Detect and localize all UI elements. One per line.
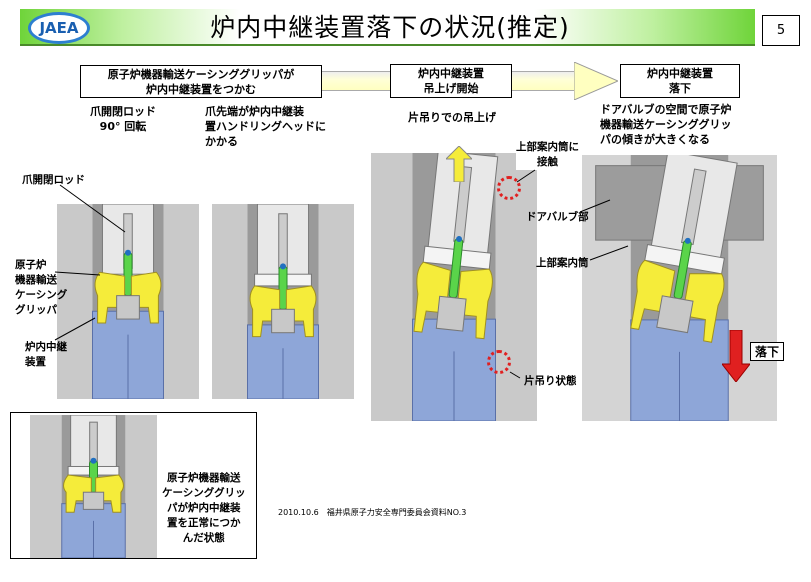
label-upper-guide: 上部案内筒 bbox=[536, 257, 589, 269]
step-lift-start: 炉内中継装置吊上げ開始 bbox=[390, 64, 512, 98]
gripper-illustration bbox=[247, 204, 319, 399]
contact-circle bbox=[497, 176, 521, 200]
flow-arrow-1 bbox=[320, 71, 392, 91]
normal-grip-panel bbox=[10, 412, 257, 559]
label-one-side-state: 片吊り状態 bbox=[524, 375, 577, 387]
label-fall: 落下 bbox=[750, 342, 785, 361]
label-contact: 上部案内筒に接触 bbox=[516, 140, 579, 170]
down-arrow-icon bbox=[722, 330, 750, 382]
label-door-valve: ドアバルブ部 bbox=[526, 211, 589, 223]
step-fall: 炉内中継装置落下 bbox=[620, 64, 740, 98]
label-relay-device: 炉内中継装置 bbox=[25, 341, 67, 368]
caption-tilt: ドアバルブの空間で原子炉機器輸送ケーシンググリッパの傾きが大きくなる bbox=[600, 103, 732, 146]
diagram-normal-grip bbox=[30, 415, 157, 558]
label-rod: 爪開閉ロッド bbox=[22, 174, 85, 186]
gripper-illustration bbox=[595, 155, 764, 421]
gripper-illustration bbox=[92, 204, 164, 399]
gripper-illustration bbox=[61, 415, 126, 558]
up-arrow-icon bbox=[446, 146, 472, 182]
normal-grip-caption: 原子炉機器輸送ケーシンググリッパが炉内中継装置を正常につかんだ状態 bbox=[162, 472, 246, 544]
title-bar bbox=[20, 9, 755, 46]
jaea-logo: JAEA bbox=[28, 12, 90, 44]
page-number: 5 bbox=[762, 15, 800, 46]
diagram-one-side-lift bbox=[371, 153, 537, 421]
diagram-fall bbox=[582, 155, 777, 421]
one-side-circle bbox=[487, 350, 511, 374]
diagram-rod-rotate bbox=[57, 204, 199, 399]
flow-arrow-2 bbox=[510, 71, 576, 91]
step-grip: 原子炉機器輸送ケーシンググリッパが炉内中継装置をつかむ bbox=[80, 65, 322, 98]
caption-claw-tip: 爪先端が炉内中継装置ハンドリングヘッドにかかる bbox=[205, 105, 326, 148]
gripper-illustration bbox=[412, 153, 499, 421]
caption-one-side-lift: 片吊りでの吊上げ bbox=[408, 111, 496, 124]
source-note: 2010.10.6 福井県原子力安全専門委員会資料NO.3 bbox=[278, 508, 467, 517]
page-title: 炉内中継装置落下の状況(推定) bbox=[210, 13, 570, 42]
flow-arrowhead bbox=[574, 62, 618, 100]
label-gripper: 原子炉機器輸送ケーシンググリッパ bbox=[15, 259, 68, 316]
diagram-claw-hook bbox=[212, 204, 354, 399]
